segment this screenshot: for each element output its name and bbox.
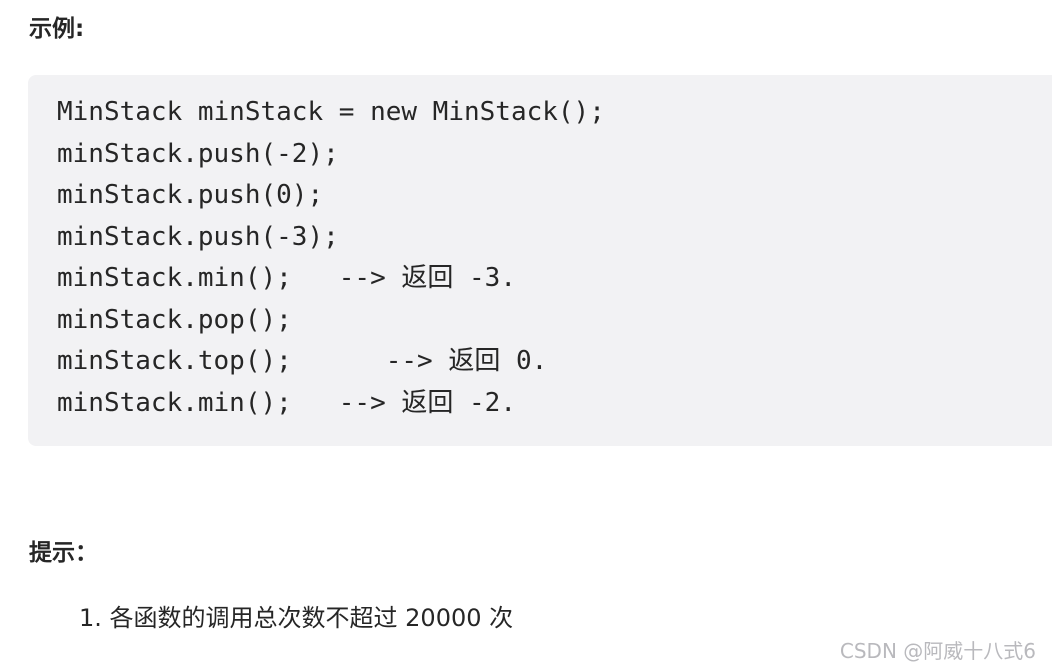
watermark: CSDN @阿威十八式6 <box>839 639 1036 663</box>
code-line: minStack.push(-2); <box>57 138 339 169</box>
example-heading: 示例: <box>29 16 85 42</box>
hint-heading: 提示： <box>29 540 98 566</box>
code-line: minStack.min(); --> 返回 -3. <box>57 263 516 293</box>
code-line: minStack.pop(); <box>57 304 292 335</box>
code-line: minStack.push(0); <box>57 180 324 210</box>
code-line: MinStack minStack = new MinStack(); <box>57 97 605 127</box>
code-line: minStack.push(-3); <box>57 221 339 252</box>
list-item: 1. 各函数的调用总次数不超过 20000 次 <box>79 604 514 632</box>
code-block: MinStack minStack = new MinStack(); minSt… <box>28 75 1052 446</box>
code-line: minStack.top(); --> 返回 0. <box>57 346 548 376</box>
code-line: minStack.min(); --> 返回 -2. <box>57 387 516 418</box>
